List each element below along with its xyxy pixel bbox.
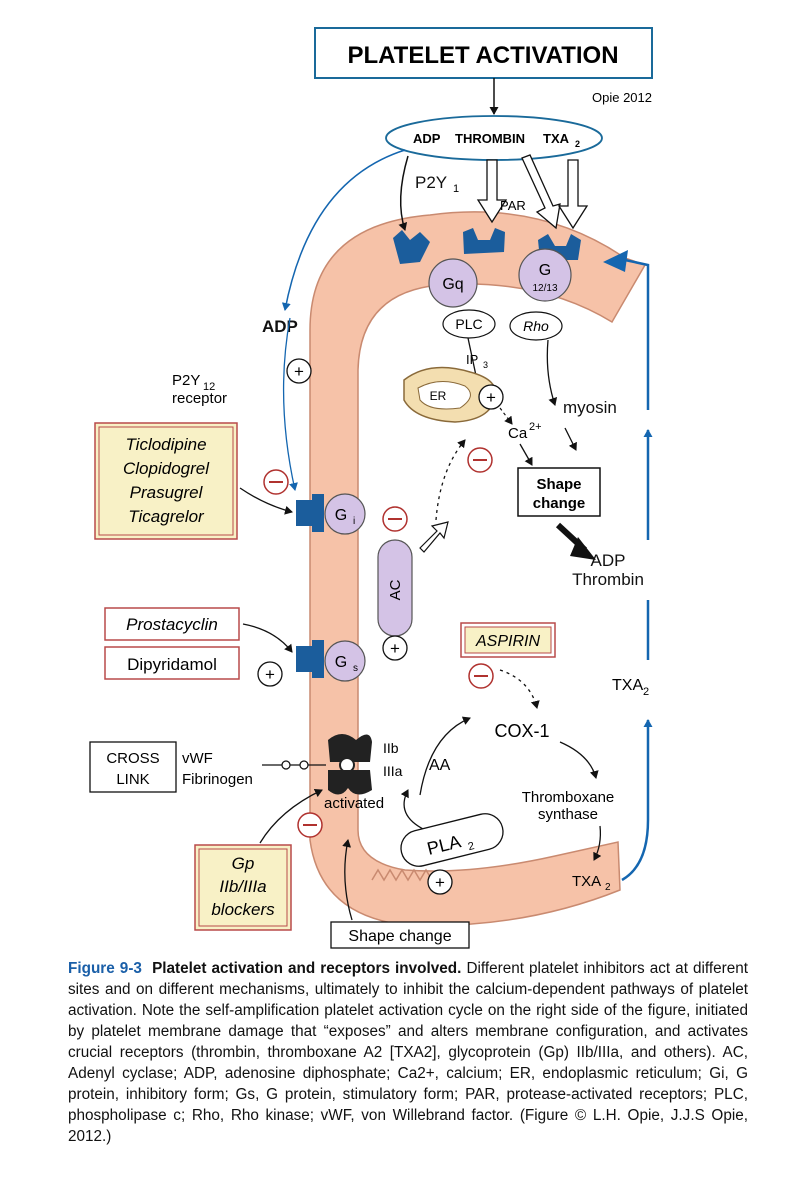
figure-caption: Figure 9-3 Platelet activation and recep… — [68, 958, 748, 1147]
svg-text:12: 12 — [203, 381, 215, 393]
svg-text:Shape: Shape — [536, 476, 581, 493]
svg-text:IIb/IIIa: IIb/IIIa — [219, 877, 266, 896]
platelet-membrane — [309, 211, 647, 927]
svg-text:ASPIRIN: ASPIRIN — [475, 633, 540, 650]
par-label: PAR — [500, 198, 526, 213]
svg-text:Prostacyclin: Prostacyclin — [126, 615, 218, 634]
shape-change-box — [517, 467, 601, 517]
shape-change-bottom-box — [330, 921, 470, 949]
rho-label: Rho — [523, 318, 549, 334]
plc-label: PLC — [455, 316, 482, 332]
activated-label: activated — [324, 795, 384, 812]
credit-label: Opie 2012 — [592, 90, 652, 105]
svg-text:Prasugrel: Prasugrel — [130, 483, 204, 502]
g1213-sub: 12/13 — [532, 283, 557, 294]
ca-sup: 2+ — [529, 421, 542, 433]
figure-title: Platelet activation and receptors involv… — [152, 960, 462, 977]
svg-text:G: G — [335, 507, 347, 524]
svg-text:i: i — [353, 516, 355, 527]
platelet-activation-diagram: PLATELET ACTIVATION Opie 2012 ADP THROMB… — [89, 27, 653, 949]
ip3-sub: 3 — [483, 360, 488, 370]
aa-label: AA — [429, 757, 451, 774]
p2y1-sub: 1 — [453, 183, 459, 195]
thrombin-output-label: Thrombin — [572, 570, 644, 589]
cycle-arrowhead — [603, 250, 628, 272]
svg-text:G: G — [335, 654, 347, 671]
svg-text:change: change — [533, 495, 586, 512]
svg-text:LINK: LINK — [116, 771, 149, 788]
diagram-title: PLATELET ACTIVATION — [347, 42, 618, 69]
svg-text:Ticagrelor: Ticagrelor — [128, 507, 205, 526]
svg-text:2: 2 — [467, 840, 476, 853]
g1213-label: G — [539, 262, 551, 279]
ca-label: Ca — [508, 425, 528, 442]
svg-text:blockers: blockers — [211, 900, 275, 919]
gp-blockers-drug-box: Gp IIb/IIIa blockers — [194, 844, 292, 931]
gs-plus-sign — [382, 635, 408, 661]
agonist-txa2-sub: 2 — [575, 139, 580, 149]
g1213-protein — [518, 248, 572, 302]
adp-plus-sign — [286, 358, 312, 384]
myosin-label: myosin — [563, 398, 617, 417]
figure-text: Different platelet inhibitors act at dif… — [68, 960, 748, 1145]
gs-protein — [324, 640, 366, 682]
p2y12-label: P2Y — [172, 372, 200, 389]
svg-text:Clopidogrel: Clopidogrel — [123, 459, 210, 478]
svg-text:+: + — [486, 388, 496, 407]
svg-text:2: 2 — [605, 882, 611, 893]
svg-text:+: + — [265, 665, 275, 684]
agonist-txa2: TXA — [543, 131, 570, 146]
svg-text:CROSS: CROSS — [106, 750, 159, 767]
receptor-par — [463, 228, 505, 254]
svg-text:Gp: Gp — [232, 854, 255, 873]
svg-text:Dipyridamol: Dipyridamol — [127, 655, 217, 674]
receptor-p2y12 — [296, 494, 324, 532]
dipyridamol-plus-sign — [257, 661, 283, 687]
damaged-membrane-edge — [371, 868, 433, 882]
p2y1-label: P2Y — [415, 173, 447, 192]
svg-text:+: + — [390, 639, 400, 658]
adp-left-label: ADP — [262, 317, 298, 336]
iiia-label: IIIa — [383, 763, 403, 779]
svg-text:+: + — [294, 362, 304, 381]
agonist-thrombin: THROMBIN — [455, 131, 525, 146]
dipyridamol-box — [104, 646, 240, 680]
prostacyclin-box — [104, 607, 240, 641]
cox1-label: COX-1 — [494, 721, 549, 741]
cross-link-box — [89, 741, 177, 793]
svg-text:s: s — [353, 663, 358, 674]
iib-label: IIb — [383, 740, 399, 756]
agonist-adp: ADP — [413, 131, 441, 146]
er-label: ER — [430, 389, 447, 403]
receptor-ip — [296, 640, 324, 678]
figure-number: Figure 9-3 — [68, 960, 142, 977]
vwf-label: vWF — [182, 750, 213, 767]
er-plus-sign — [478, 384, 504, 410]
svg-text:Ticlodipine: Ticlodipine — [125, 435, 206, 454]
txa2-lower-label: TXA — [572, 873, 601, 890]
rho-node — [509, 311, 563, 341]
plc-node — [442, 309, 496, 339]
fibrinogen-label: Fibrinogen — [182, 771, 253, 788]
ac-label: AC — [387, 579, 404, 600]
title-box: PLATELET ACTIVATION — [314, 27, 653, 79]
p2y12-receptor-label: receptor — [172, 390, 227, 407]
svg-text:Shape change: Shape change — [348, 928, 451, 945]
thromboxane-label: Thromboxane — [522, 789, 615, 806]
txa2-right-label: TXA — [612, 677, 643, 694]
thienopyridine-drug-box: Ticlodipine Clopidogrel Prasugrel Ticagr… — [94, 422, 238, 540]
pla2-plus-sign — [427, 869, 453, 895]
pla2-node — [400, 813, 504, 867]
receptor-p2y1 — [393, 230, 430, 264]
gq-label: Gq — [442, 276, 463, 293]
synthase-label: synthase — [538, 806, 598, 823]
svg-text:2: 2 — [643, 686, 649, 698]
gq-protein — [428, 258, 478, 308]
gp-iib-iiia-receptor — [328, 734, 372, 795]
adp-output-label: ADP — [591, 551, 626, 570]
svg-text:+: + — [435, 873, 445, 892]
gi-protein — [324, 493, 366, 535]
